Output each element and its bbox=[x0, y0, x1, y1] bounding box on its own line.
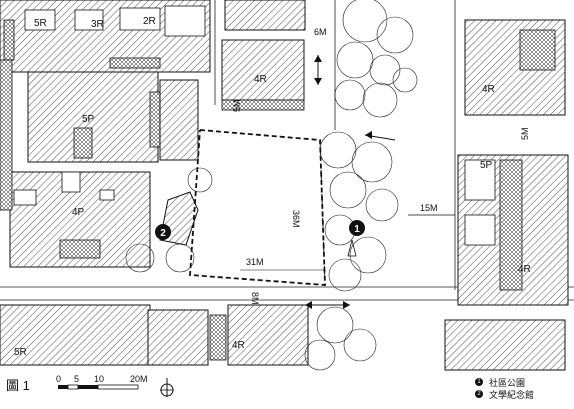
building-3r-top bbox=[224, 0, 306, 31]
legend: 1 社區公園 2 文學紀念館 bbox=[475, 376, 534, 400]
svg-text:2: 2 bbox=[160, 228, 166, 239]
site-boundary bbox=[189, 129, 326, 286]
left-edge-strip bbox=[0, 59, 13, 211]
road-width-label: 5M bbox=[232, 99, 242, 112]
scale-tick: 5 bbox=[74, 374, 79, 384]
figure-label: 圖 1 bbox=[6, 378, 30, 393]
road-width-label: 5M bbox=[520, 127, 530, 140]
museum-marker: 2 bbox=[155, 224, 171, 240]
building-4r-top-right bbox=[464, 19, 566, 116]
legend-text: 社區公園 bbox=[489, 377, 526, 388]
floor-label: 4P bbox=[72, 207, 85, 218]
building-5r-left bbox=[159, 79, 199, 161]
trees bbox=[125, 0, 418, 371]
legend-text: 文學紀念館 bbox=[489, 389, 535, 400]
park-marker: 1 bbox=[347, 220, 365, 257]
depth-dimension-label: 36M bbox=[291, 210, 301, 228]
building-block-bottom bbox=[0, 304, 566, 371]
north-arrow-icon bbox=[160, 378, 174, 397]
building-4p bbox=[9, 171, 151, 268]
floor-label: 5P bbox=[82, 114, 95, 125]
svg-text:1: 1 bbox=[354, 224, 360, 235]
floor-label: 3R bbox=[91, 19, 104, 30]
building-4r-top bbox=[221, 39, 305, 111]
building-block-top-left bbox=[0, 0, 211, 73]
floor-label: 5R bbox=[14, 347, 27, 358]
floor-label: 4R bbox=[482, 84, 495, 95]
legend-number: 1 bbox=[475, 378, 483, 386]
scale-tick: 0 bbox=[56, 374, 61, 384]
floor-label: 5R bbox=[34, 18, 47, 29]
floor-label: 4R bbox=[232, 340, 245, 351]
road-width-label: 15M bbox=[420, 203, 438, 213]
legend-item: 2 文學紀念館 bbox=[475, 388, 534, 400]
width-dimension-label: 31M bbox=[246, 257, 264, 267]
road-width-label: 8M bbox=[250, 292, 260, 305]
legend-item: 1 社區公園 bbox=[475, 376, 534, 388]
scale-bar: 0 5 10 20M bbox=[56, 374, 148, 390]
building-block-right bbox=[457, 154, 569, 306]
scale-tick: 10 bbox=[94, 374, 104, 384]
floor-label: 5P bbox=[480, 160, 493, 171]
scale-tick: 20M bbox=[130, 374, 148, 384]
floor-label: 2R bbox=[143, 16, 156, 27]
floor-label: 4R bbox=[518, 264, 531, 275]
building-5p bbox=[27, 71, 161, 163]
floor-label: 4R bbox=[254, 74, 267, 85]
dimension-arrows bbox=[240, 55, 455, 309]
road-width-label: 6M bbox=[314, 27, 327, 37]
legend-number: 2 bbox=[475, 390, 483, 398]
